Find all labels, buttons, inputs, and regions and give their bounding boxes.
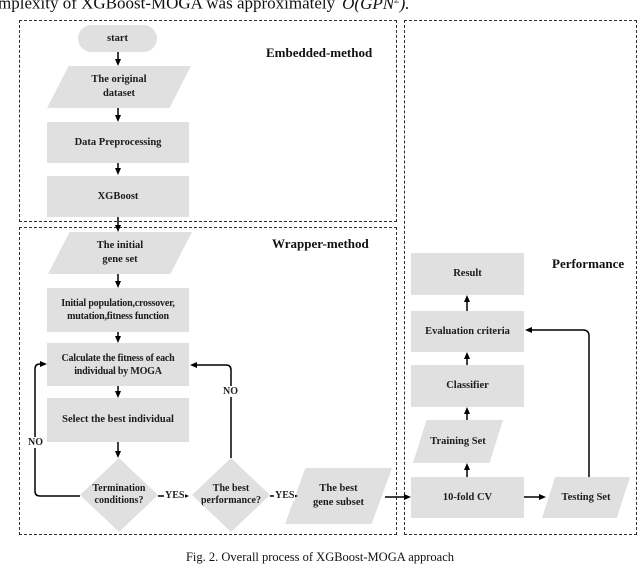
original-dataset-line1: The original xyxy=(91,74,147,86)
initial-population-line1: Initial population,crossover, xyxy=(61,298,175,309)
performance-label: Performance xyxy=(552,256,625,271)
original-dataset-node: The original dataset xyxy=(47,66,191,108)
wrapper-method-label: Wrapper-method xyxy=(272,236,369,251)
result-node: Result xyxy=(411,253,524,295)
complexity-formula: O(GPN2). xyxy=(342,0,409,13)
best-gene-subset-node: The best gene subset xyxy=(285,468,392,524)
result-label: Result xyxy=(453,268,482,280)
initial-gene-set-node: The initial gene set xyxy=(48,232,192,274)
start-node: start xyxy=(78,25,157,52)
best-gene-subset-line2: gene subset xyxy=(312,497,365,508)
performance-box xyxy=(404,20,637,535)
evaluation-criteria-node: Evaluation criteria xyxy=(411,311,524,352)
original-dataset-line2: dataset xyxy=(102,88,136,99)
ten-fold-cv-node: 10-fold CV xyxy=(411,477,524,518)
initial-population-node: Initial population,crossover, mutation,f… xyxy=(47,288,189,332)
no-label-best-performance: NO xyxy=(222,386,239,397)
calculate-fitness-line1: Calculate the fitness of each xyxy=(61,352,175,364)
formula-suffix: ). xyxy=(399,0,410,13)
formula-body: O(GPN xyxy=(342,0,395,13)
calculate-fitness-node: Calculate the fitness of each individual… xyxy=(47,343,189,386)
embedded-method-box xyxy=(19,20,397,222)
yes-label-termination: YES xyxy=(164,490,186,501)
body-text-prefix: mplexity of XGBoost-MOGA was approximate… xyxy=(0,0,336,13)
xgboost-node: XGBoost xyxy=(47,176,189,217)
data-preprocessing-label: Data Preprocessing xyxy=(74,136,162,148)
training-set-label: Training Set xyxy=(430,435,486,447)
formula-superscript: 2 xyxy=(394,0,400,5)
best-performance-line2: performance? xyxy=(201,495,261,506)
initial-gene-line2: gene set xyxy=(102,254,138,265)
body-text-fragment: mplexity of XGBoost-MOGA was approximate… xyxy=(0,0,410,14)
termination-line2: conditions? xyxy=(94,495,144,506)
termination-line1: Termination xyxy=(92,482,146,494)
best-gene-subset-line1: The best xyxy=(319,483,358,495)
classifier-label: Classifier xyxy=(446,380,489,392)
testing-set-label: Testing Set xyxy=(561,491,611,503)
select-best-individual-node: Select the best individual xyxy=(47,398,189,442)
select-best-individual-label: Select the best individual xyxy=(62,414,174,426)
wrapper-method-box xyxy=(19,227,397,535)
ten-fold-cv-label: 10-fold CV xyxy=(442,491,493,503)
yes-label-best-performance: YES xyxy=(274,490,296,501)
xgboost-label: XGBoost xyxy=(97,190,139,202)
training-set-node: Training Set xyxy=(413,420,503,463)
evaluation-criteria-label: Evaluation criteria xyxy=(425,325,510,337)
data-preprocessing-node: Data Preprocessing xyxy=(47,122,189,163)
embedded-method-label: Embedded-method xyxy=(266,45,373,60)
start-node-label: start xyxy=(107,32,128,44)
initial-population-line2: mutation,fitness function xyxy=(67,311,169,322)
no-label-termination: NO xyxy=(27,437,44,448)
initial-gene-line1: The initial xyxy=(96,240,144,252)
best-performance-line1: The best xyxy=(212,482,250,494)
figure-caption: Fig. 2. Overall process of XGBoost-MOGA … xyxy=(185,550,454,564)
calculate-fitness-line2: individual by MOGA xyxy=(74,365,162,377)
testing-set-node: Testing Set xyxy=(542,477,630,518)
classifier-node: Classifier xyxy=(411,365,524,407)
